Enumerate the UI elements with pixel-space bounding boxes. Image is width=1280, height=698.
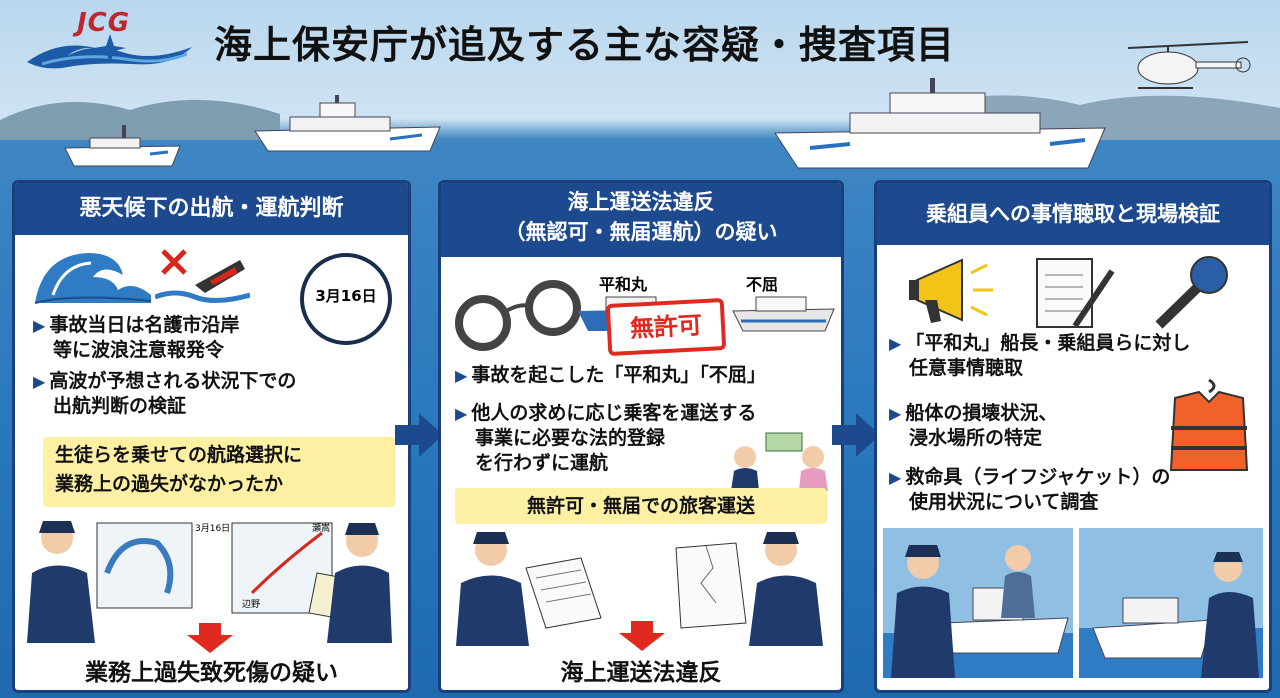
officers-document-scene [451,528,831,646]
unlicensed-stamp: 無許可 [605,297,727,357]
panel-maritime-transport-law: 海上運送法違反 （無認可・無届運航）の疑い 平和丸 不屈 無許可 ▶事故を起こし… [438,180,844,693]
bullet-item: ▶事故当日は名護市沿岸 [33,314,240,336]
bullet-continuation: 事業に必要な法的登録 [475,427,666,449]
bullet-item: ▶他人の求めに応じ乗客を運送する [455,402,757,424]
bullet-item: ▶事故を起こした「平和丸」「不屈」 [455,364,766,386]
notepad-pencil-icon [1036,258,1115,328]
bullet-continuation: 任意事情聴取 [909,357,1024,379]
patrol-ship-large-icon [774,78,1106,169]
bullet-triangle-icon: ▶ [33,316,46,335]
down-arrow-icon [619,621,665,651]
header: JCG 海上保安庁が追及する主な容疑・捜査項目 [0,0,1280,80]
bullet-item: ▶高波が予想される状況下での [33,370,297,392]
life-jacket-icon [1169,378,1249,471]
microphone-icon [1155,256,1228,329]
officers-reviewing-documents-illustration [456,532,823,646]
panel-heading: 悪天候下の出航・運航判断 [15,183,408,235]
panel-conclusion: 海上運送法違反 [560,660,722,686]
sinking-boat-icon [155,249,250,303]
inspection-photos-illustration [883,528,1263,678]
bullet-triangle-icon: ▶ [889,334,902,353]
bullet-item: ▶救命具（ライフジャケット）の [889,466,1171,488]
bullet-triangle-icon: ▶ [33,372,46,391]
calendar-clock-icon: 3月16日 [300,253,392,345]
panel-conclusion: 業務上過失致死傷の疑い [85,660,338,686]
highlight-box: 無許可・無届での旅客運送 [455,488,827,524]
bullet-item: ▶「平和丸」船長・乗組員らに対し [889,332,1191,354]
heading-line: （無認可・無届運航）の疑い [504,220,778,244]
heading-line: 海上運送法違反 [567,190,715,214]
map-date: 3月16日 [195,524,231,534]
officers-reviewing-maps-illustration [27,521,392,643]
jcg-logo: JCG [22,8,197,70]
logo-text: JCG [77,8,131,38]
panel-interviews-inspection: 乗組員への事情聴取と現場検証 ▶「平和丸」船長・乗組員らに対し 任意事情聴取 ▶… [874,180,1272,693]
helicopter-icon [1127,41,1251,89]
megaphone-icon [909,258,993,323]
ship-name-fukutsu: 不屈 [746,275,779,294]
bullet-continuation: 浸水場所の特定 [909,427,1043,449]
bullet-triangle-icon: ▶ [889,404,902,423]
patrol-ship-small-icon [64,125,181,167]
high-waves-icon [34,253,152,304]
bullet-continuation: 出航判断の検証 [53,395,187,417]
panel-heading: 海上運送法違反 （無認可・無届運航）の疑い [441,183,841,257]
officers-map-scene: 3月16日 瀬嵩 辺野 [27,513,392,643]
patrol-ship-medium-icon [254,95,441,152]
bullet-triangle-icon: ▶ [455,366,468,385]
flow-arrow-icon [395,413,443,457]
boat-fukutsu-icon [732,296,835,332]
down-arrow-icon [187,623,233,653]
map-label-south: 辺野 [242,600,261,610]
ship-name-heiwamaru: 平和丸 [599,275,648,294]
panel-weather-judgment: 悪天候下の出航・運航判断 3月16日 ▶事故当日は名護市沿岸 等に波浪注意報発令… [12,180,411,693]
panel-heading: 乗組員への事情聴取と現場検証 [877,183,1269,245]
bullet-continuation: 使用状況について調査 [909,491,1099,513]
handcuffs-icon [455,280,581,351]
map-label-north: 瀬嵩 [312,524,331,534]
highlight-box: 生徒らを乗せての航路選択に 業務上の過失がなかったか [43,437,395,507]
bullet-continuation: を行わずに運航 [475,452,609,474]
highlight-line: 業務上の過失がなかったか [55,473,284,495]
flow-arrow-icon [832,413,880,457]
highlight-line: 生徒らを乗せての航路選択に [55,444,303,466]
money-exchange-icon [731,432,828,491]
page-title: 海上保安庁が追及する主な容疑・捜査項目 [214,23,956,67]
bullet-triangle-icon: ▶ [889,468,902,487]
bullet-item: ▶船体の損壊状況、 [889,402,1058,424]
wave-logo-icon [27,34,192,69]
bullet-triangle-icon: ▶ [455,404,468,423]
calendar-date: 3月16日 [315,287,377,305]
bullet-continuation: 等に波浪注意報発令 [53,339,225,361]
